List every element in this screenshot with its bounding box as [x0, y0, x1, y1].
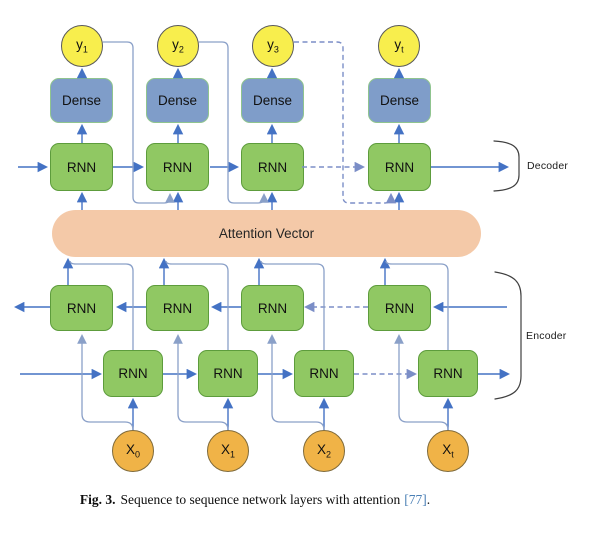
encoder-backward-rnn-box-1: RNN — [50, 285, 113, 331]
figure-caption: Fig. 3. Sequence to sequence network laye… — [10, 492, 500, 508]
decoder-brace — [493, 140, 520, 192]
citation-link[interactable]: [77] — [404, 492, 427, 507]
decoder-group-label: Decoder — [527, 160, 569, 172]
dense-box-1: Dense — [50, 78, 113, 123]
encoder-forward-rnn-box-3: RNN — [294, 350, 354, 397]
encoder-group-label: Encoder — [526, 330, 567, 342]
output-node-label: yt — [394, 37, 404, 55]
dense-box-2: Dense — [146, 78, 209, 123]
attention-vector-bar: Attention Vector — [52, 210, 481, 257]
decoder-rnn-box-2: RNN — [146, 143, 209, 191]
dense-label: Dense — [379, 93, 420, 108]
output-node-yt: yt — [378, 25, 420, 67]
rnn-label: RNN — [433, 366, 463, 381]
output-node-label: y1 — [76, 37, 88, 55]
rnn-label: RNN — [257, 159, 288, 175]
dense-label: Dense — [252, 93, 293, 108]
caption-period: . — [426, 492, 431, 507]
input-node-x0: X0 — [112, 430, 154, 472]
rnn-label: RNN — [66, 300, 97, 316]
rnn-label: RNN — [66, 159, 97, 175]
input-node-label: X2 — [316, 442, 332, 460]
dense-box-4: Dense — [368, 78, 431, 123]
figure-number: Fig. 3. — [79, 492, 116, 507]
input-node-x2: X2 — [303, 430, 345, 472]
attention-vector-label: Attention Vector — [218, 226, 315, 241]
dense-label: Dense — [61, 93, 102, 108]
encoder-forward-rnn-box-2: RNN — [198, 350, 258, 397]
encoder-forward-rnn-box-4: RNN — [418, 350, 478, 397]
output-node-y2: y2 — [157, 25, 199, 67]
input-node-label: X0 — [125, 442, 141, 460]
encoder-forward-rnn-box-1: RNN — [103, 350, 163, 397]
output-node-y1: y1 — [61, 25, 103, 67]
input-node-label: X1 — [220, 442, 236, 460]
encoder-backward-rnn-box-4: RNN — [368, 285, 431, 331]
group-braces — [493, 140, 522, 400]
decoder-rnn-box-4: RNN — [368, 143, 431, 191]
input-node-x1: X1 — [207, 430, 249, 472]
rnn-label: RNN — [384, 300, 415, 316]
rnn-label: RNN — [162, 300, 193, 316]
rnn-label: RNN — [384, 159, 415, 175]
output-node-label: y3 — [267, 37, 279, 55]
output-node-label: y2 — [172, 37, 184, 55]
encoder-backward-rnn-box-2: RNN — [146, 285, 209, 331]
caption-text: Sequence to sequence network layers with… — [120, 492, 401, 507]
rnn-label: RNN — [309, 366, 339, 381]
decoder-rnn-box-1: RNN — [50, 143, 113, 191]
dense-label: Dense — [157, 93, 198, 108]
input-node-xt: Xt — [427, 430, 469, 472]
dense-box-3: Dense — [241, 78, 304, 123]
input-node-label: Xt — [442, 442, 454, 460]
rnn-label: RNN — [162, 159, 193, 175]
decoder-rnn-box-3: RNN — [241, 143, 304, 191]
rnn-label: RNN — [213, 366, 243, 381]
encoder-backward-rnn-box-3: RNN — [241, 285, 304, 331]
output-node-y3: y3 — [252, 25, 294, 67]
encoder-brace — [494, 271, 522, 400]
rnn-label: RNN — [257, 300, 288, 316]
rnn-label: RNN — [118, 366, 148, 381]
